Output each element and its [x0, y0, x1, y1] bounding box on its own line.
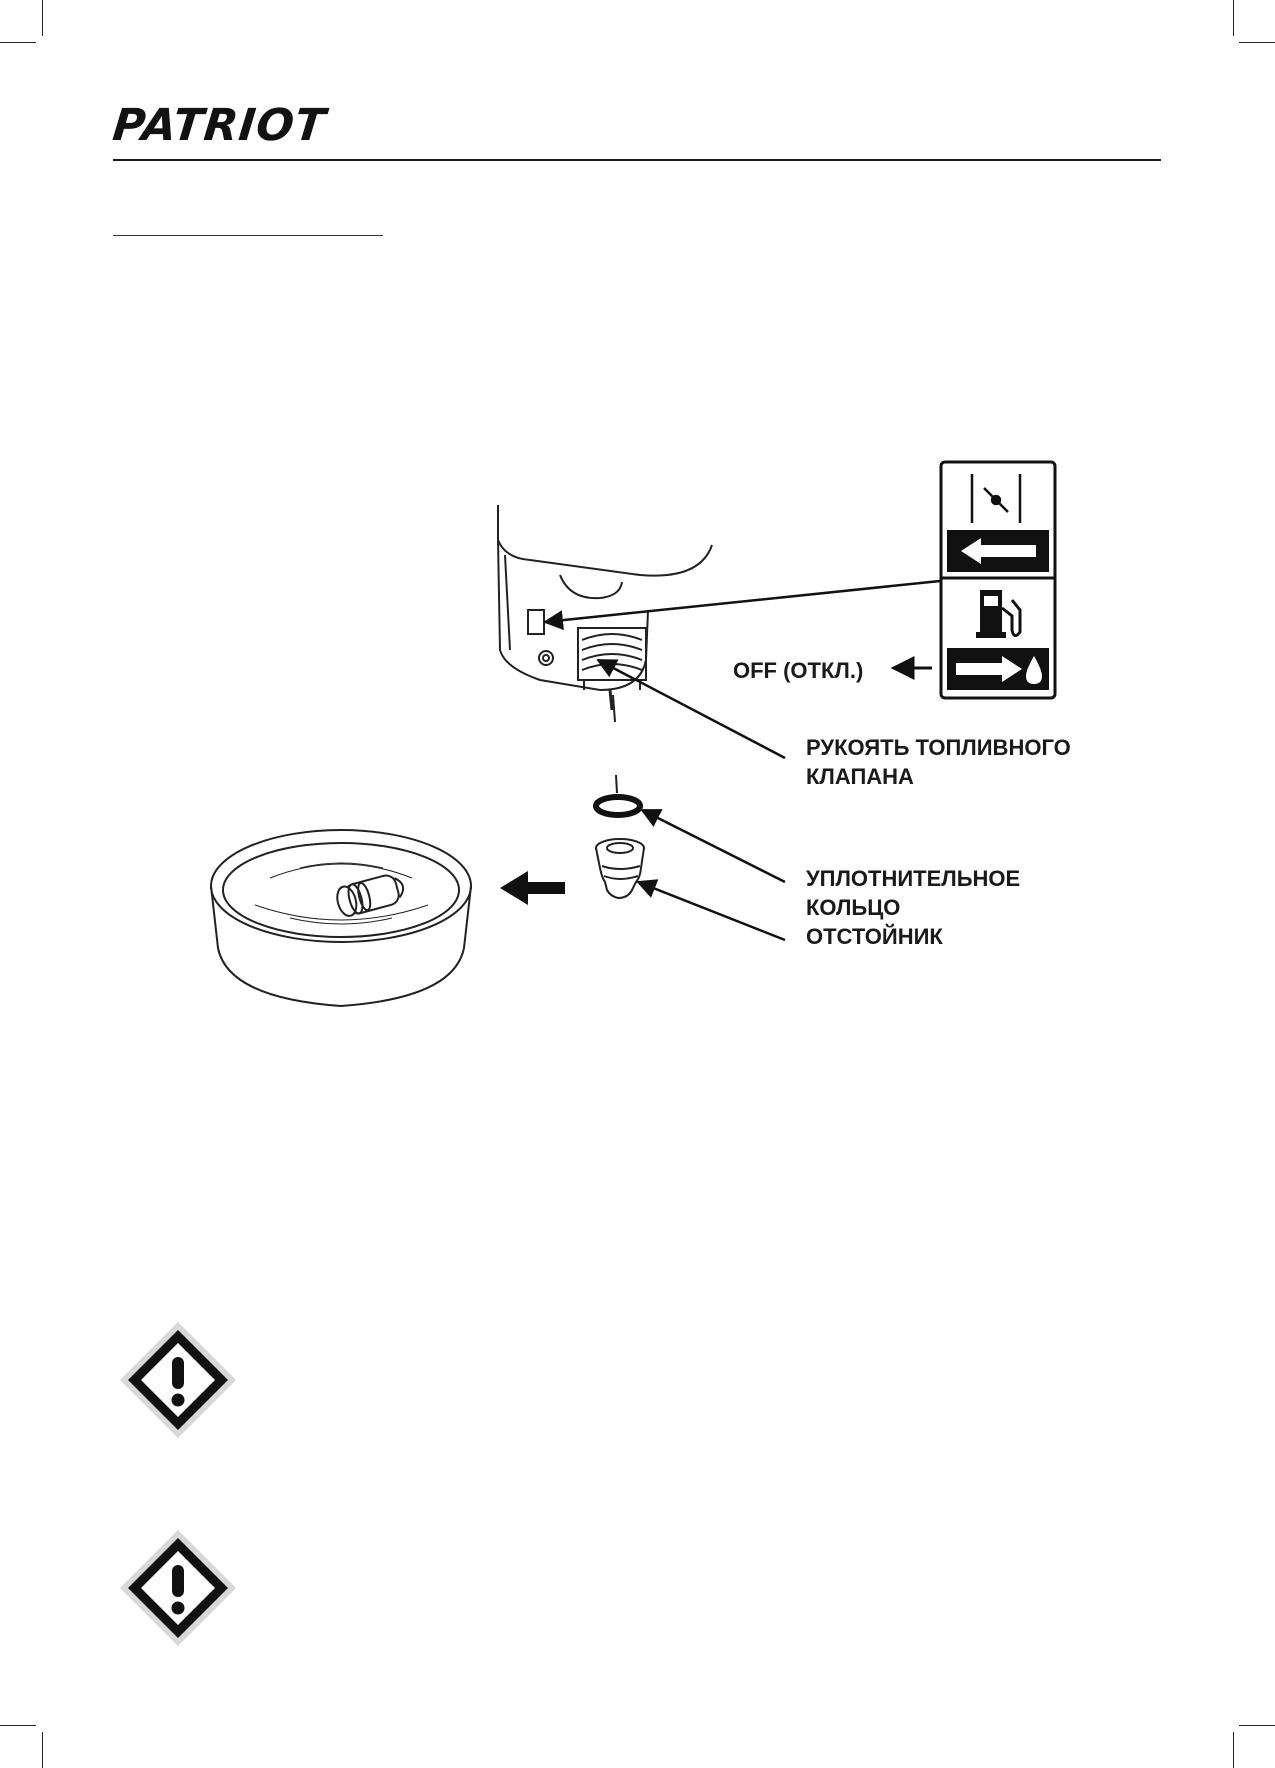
arrow-right-drop-icon — [947, 648, 1049, 690]
drain-pan — [210, 829, 472, 1008]
o-ring — [593, 794, 643, 818]
arrow-left-icon — [947, 530, 1049, 572]
crop-mark — [0, 1725, 36, 1726]
crop-mark — [1239, 1725, 1275, 1726]
warning-icon — [120, 1530, 236, 1646]
choke-icon — [970, 474, 1022, 523]
remove-arrow — [500, 871, 565, 905]
crop-mark — [0, 42, 36, 43]
engine-housing — [497, 505, 713, 711]
axis-line — [615, 774, 618, 794]
leader-line — [596, 658, 786, 760]
axis-line — [612, 694, 616, 723]
sediment-cup-part — [595, 838, 645, 900]
crop-mark — [42, 1732, 43, 1768]
label-fuel-valve-line2: КЛАПАНА — [806, 764, 914, 789]
crop-mark — [42, 0, 43, 36]
crop-mark — [1233, 1732, 1234, 1768]
warning-icon — [120, 1322, 236, 1438]
section-underline — [113, 235, 383, 236]
leader-line — [636, 879, 786, 942]
label-o-ring-line1: УПЛОТНИТЕЛЬНОЕ — [806, 866, 1021, 891]
label-o-ring-line2: КОЛЬЦО — [806, 895, 901, 920]
fuel-pump-icon — [976, 590, 1022, 638]
leader-line — [640, 808, 786, 884]
label-sediment-cup: ОТСТОЙНИК — [806, 924, 943, 949]
crop-mark — [1233, 0, 1234, 36]
valve-sticker — [939, 460, 1057, 700]
crop-mark — [1239, 42, 1275, 43]
label-fuel-valve-line1: РУКОЯТЬ ТОПЛИВНОГО — [806, 735, 1071, 760]
leader-line — [543, 579, 941, 631]
header-divider — [113, 159, 1161, 161]
label-off: OFF (ОТКЛ.) — [733, 658, 864, 683]
